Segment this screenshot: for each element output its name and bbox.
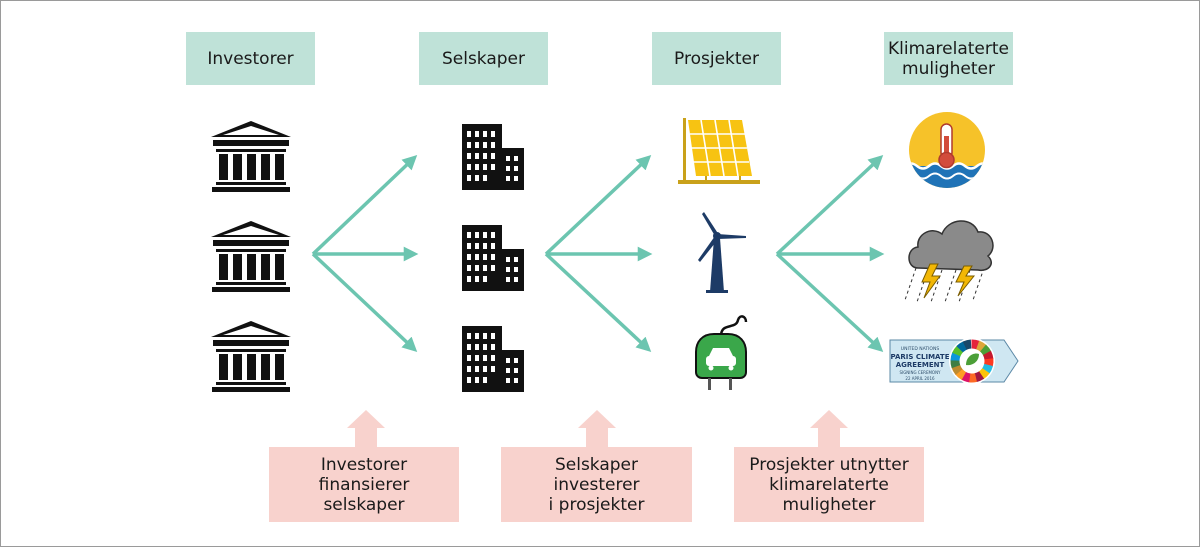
thermometer-sea-icon	[909, 112, 985, 188]
badge-line1: UNITED NATIONS	[901, 346, 940, 352]
up-arrow-head	[347, 410, 385, 428]
arrow-down	[544, 252, 652, 353]
explanation-investorer: Investorer finansierer selskaper	[269, 447, 459, 522]
explanation-selskaper: Selskaper investerer i prosjekter	[501, 447, 692, 522]
bank-icon	[211, 321, 291, 392]
paris-agreement-badge-icon: UNITED NATIONS PARIS CLIMATE AGREEMENT S…	[889, 338, 1019, 384]
office-building-icon	[462, 124, 524, 190]
bank-icon	[211, 121, 291, 192]
header-prosjekter: Prosjekter	[652, 32, 781, 85]
arrow-down	[311, 252, 418, 353]
badge-line4: SIGNING CEREMONY	[899, 370, 941, 375]
explanation-investorer-text: Investorer finansierer selskaper	[318, 454, 410, 515]
header-investorer-label: Investorer	[207, 48, 294, 69]
up-arrow-stem	[355, 428, 377, 448]
arrow-fan-investors-to-companies	[311, 154, 419, 353]
explanation-prosjekter-text: Prosjekter utnytter klimarelaterte mulig…	[749, 454, 909, 515]
header-klimarelaterte-muligheter: Klimarelaterte muligheter	[884, 32, 1013, 85]
header-prosjekter-label: Prosjekter	[674, 48, 759, 69]
storm-cloud-icon	[904, 220, 994, 303]
up-arrow-head	[810, 410, 848, 428]
bank-icon	[211, 221, 291, 292]
office-building-icon	[462, 326, 524, 392]
sdg-wheel-icon	[949, 338, 995, 384]
up-arrow-head	[578, 410, 616, 428]
arrow-fan-projects-to-opportunities	[775, 154, 885, 352]
header-investorer: Investorer	[186, 32, 315, 85]
up-arrow-stem	[586, 428, 608, 448]
header-klimarelaterte-label: Klimarelaterte muligheter	[887, 38, 1010, 79]
badge-line3: AGREEMENT	[896, 361, 945, 369]
office-building-icon	[462, 225, 524, 291]
arrow-fan-companies-to-projects	[544, 154, 653, 353]
arrow-up	[544, 154, 652, 256]
solar-panel-icon	[678, 118, 760, 184]
header-selskaper: Selskaper	[419, 32, 548, 85]
badge-line5: 22 APRIL 2016	[905, 376, 935, 381]
explanation-selskaper-text: Selskaper investerer i prosjekter	[548, 454, 645, 515]
ev-charger-plug-icon	[695, 315, 748, 390]
explanation-prosjekter: Prosjekter utnytter klimarelaterte mulig…	[734, 447, 924, 522]
badge-line2: PARIS CLIMATE	[891, 353, 950, 361]
arrow-up	[311, 154, 418, 256]
up-arrow-stem	[818, 428, 840, 448]
header-selskaper-label: Selskaper	[441, 48, 526, 69]
wind-turbine-icon	[698, 212, 746, 293]
arrow-up	[775, 154, 884, 256]
arrow-down	[775, 252, 884, 352]
